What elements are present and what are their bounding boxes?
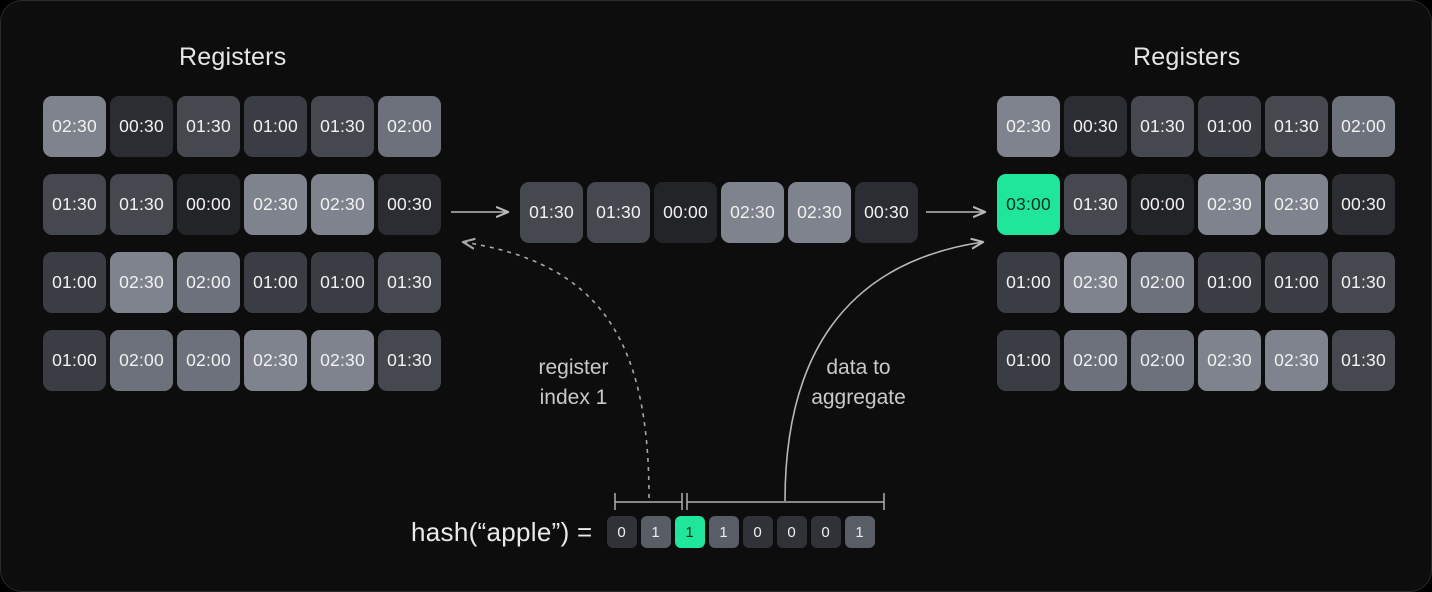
hash-bit-6: 0	[810, 516, 841, 548]
register-cell-left-0-2: 01:30	[177, 96, 240, 157]
hash-bit-1: 1	[640, 516, 671, 548]
register-cell-right-3-0: 01:00	[997, 330, 1060, 391]
selected-register-cell-5: 00:30	[855, 182, 918, 243]
register-cell-left-2-4: 01:00	[311, 252, 374, 313]
register-cell-right-2-3: 01:00	[1198, 252, 1261, 313]
hash-bit-7: 1	[844, 516, 875, 548]
register-cell-right-1-4: 02:30	[1265, 174, 1328, 235]
hash-bit-3: 1	[708, 516, 739, 548]
register-index-caption: register index 1	[538, 356, 609, 409]
register-cell-left-3-0: 01:00	[43, 330, 106, 391]
register-cell-right-1-1: 01:30	[1064, 174, 1127, 235]
register-cell-left-1-0: 01:30	[43, 174, 106, 235]
register-cell-left-0-5: 02:00	[378, 96, 441, 157]
register-cell-left-1-5: 00:30	[378, 174, 441, 235]
register-cell-left-0-1: 00:30	[110, 96, 173, 157]
register-cell-left-3-3: 02:30	[244, 330, 307, 391]
register-cell-right-2-1: 02:30	[1064, 252, 1127, 313]
register-cell-right-0-4: 01:30	[1265, 96, 1328, 157]
register-cell-left-3-5: 01:30	[378, 330, 441, 391]
register-cell-right-0-1: 00:30	[1064, 96, 1127, 157]
index-bits-bracket	[614, 493, 683, 510]
register-cell-right-3-4: 02:30	[1265, 330, 1328, 391]
register-cell-left-0-4: 01:30	[311, 96, 374, 157]
selected-register-cell-3: 02:30	[721, 182, 784, 243]
register-cell-left-3-4: 02:30	[311, 330, 374, 391]
register-cell-left-1-4: 02:30	[311, 174, 374, 235]
register-cell-left-2-1: 02:30	[110, 252, 173, 313]
register-cell-right-3-3: 02:30	[1198, 330, 1261, 391]
register-cell-left-1-2: 00:00	[177, 174, 240, 235]
register-cell-right-2-0: 01:00	[997, 252, 1060, 313]
hash-bit-5: 0	[776, 516, 807, 548]
register-cell-right-1-5: 00:30	[1332, 174, 1395, 235]
register-cell-left-2-5: 01:30	[378, 252, 441, 313]
left-panel-title: Registers	[179, 43, 287, 71]
register-cell-left-2-2: 02:00	[177, 252, 240, 313]
register-cell-right-2-4: 01:00	[1265, 252, 1328, 313]
hash-label: hash(“apple”) =	[411, 516, 593, 547]
register-cell-left-3-2: 02:00	[177, 330, 240, 391]
register-cell-left-2-3: 01:00	[244, 252, 307, 313]
selected-register-cell-2: 00:00	[654, 182, 717, 243]
register-cell-right-0-5: 02:00	[1332, 96, 1395, 157]
data-bits-bracket	[686, 493, 885, 510]
hash-bit-4: 0	[742, 516, 773, 548]
register-cell-right-1-0: 03:00	[997, 174, 1060, 235]
register-cell-left-0-0: 02:30	[43, 96, 106, 157]
register-cell-left-2-0: 01:00	[43, 252, 106, 313]
register-cell-right-3-5: 01:30	[1332, 330, 1395, 391]
register-cell-left-1-3: 02:30	[244, 174, 307, 235]
register-cell-right-1-2: 00:00	[1131, 174, 1194, 235]
register-cell-right-0-0: 02:30	[997, 96, 1060, 157]
register-cell-right-0-2: 01:30	[1131, 96, 1194, 157]
register-cell-right-3-2: 02:00	[1131, 330, 1194, 391]
register-cell-left-1-1: 01:30	[110, 174, 173, 235]
selected-register-cell-0: 01:30	[520, 182, 583, 243]
register-cell-right-2-2: 02:00	[1131, 252, 1194, 313]
register-cell-right-1-3: 02:30	[1198, 174, 1261, 235]
register-cell-right-0-3: 01:00	[1198, 96, 1261, 157]
register-cell-left-3-1: 02:00	[110, 330, 173, 391]
register-cell-left-0-3: 01:00	[244, 96, 307, 157]
register-cell-right-2-5: 01:30	[1332, 252, 1395, 313]
selected-register-cell-4: 02:30	[788, 182, 851, 243]
right-panel-title: Registers	[1133, 43, 1241, 71]
selected-register-cell-1: 01:30	[587, 182, 650, 243]
hash-bit-2: 1	[674, 516, 705, 548]
hash-bit-0: 0	[606, 516, 637, 548]
data-to-aggregate-caption: data to aggregate	[811, 356, 906, 409]
register-cell-right-3-1: 02:00	[1064, 330, 1127, 391]
